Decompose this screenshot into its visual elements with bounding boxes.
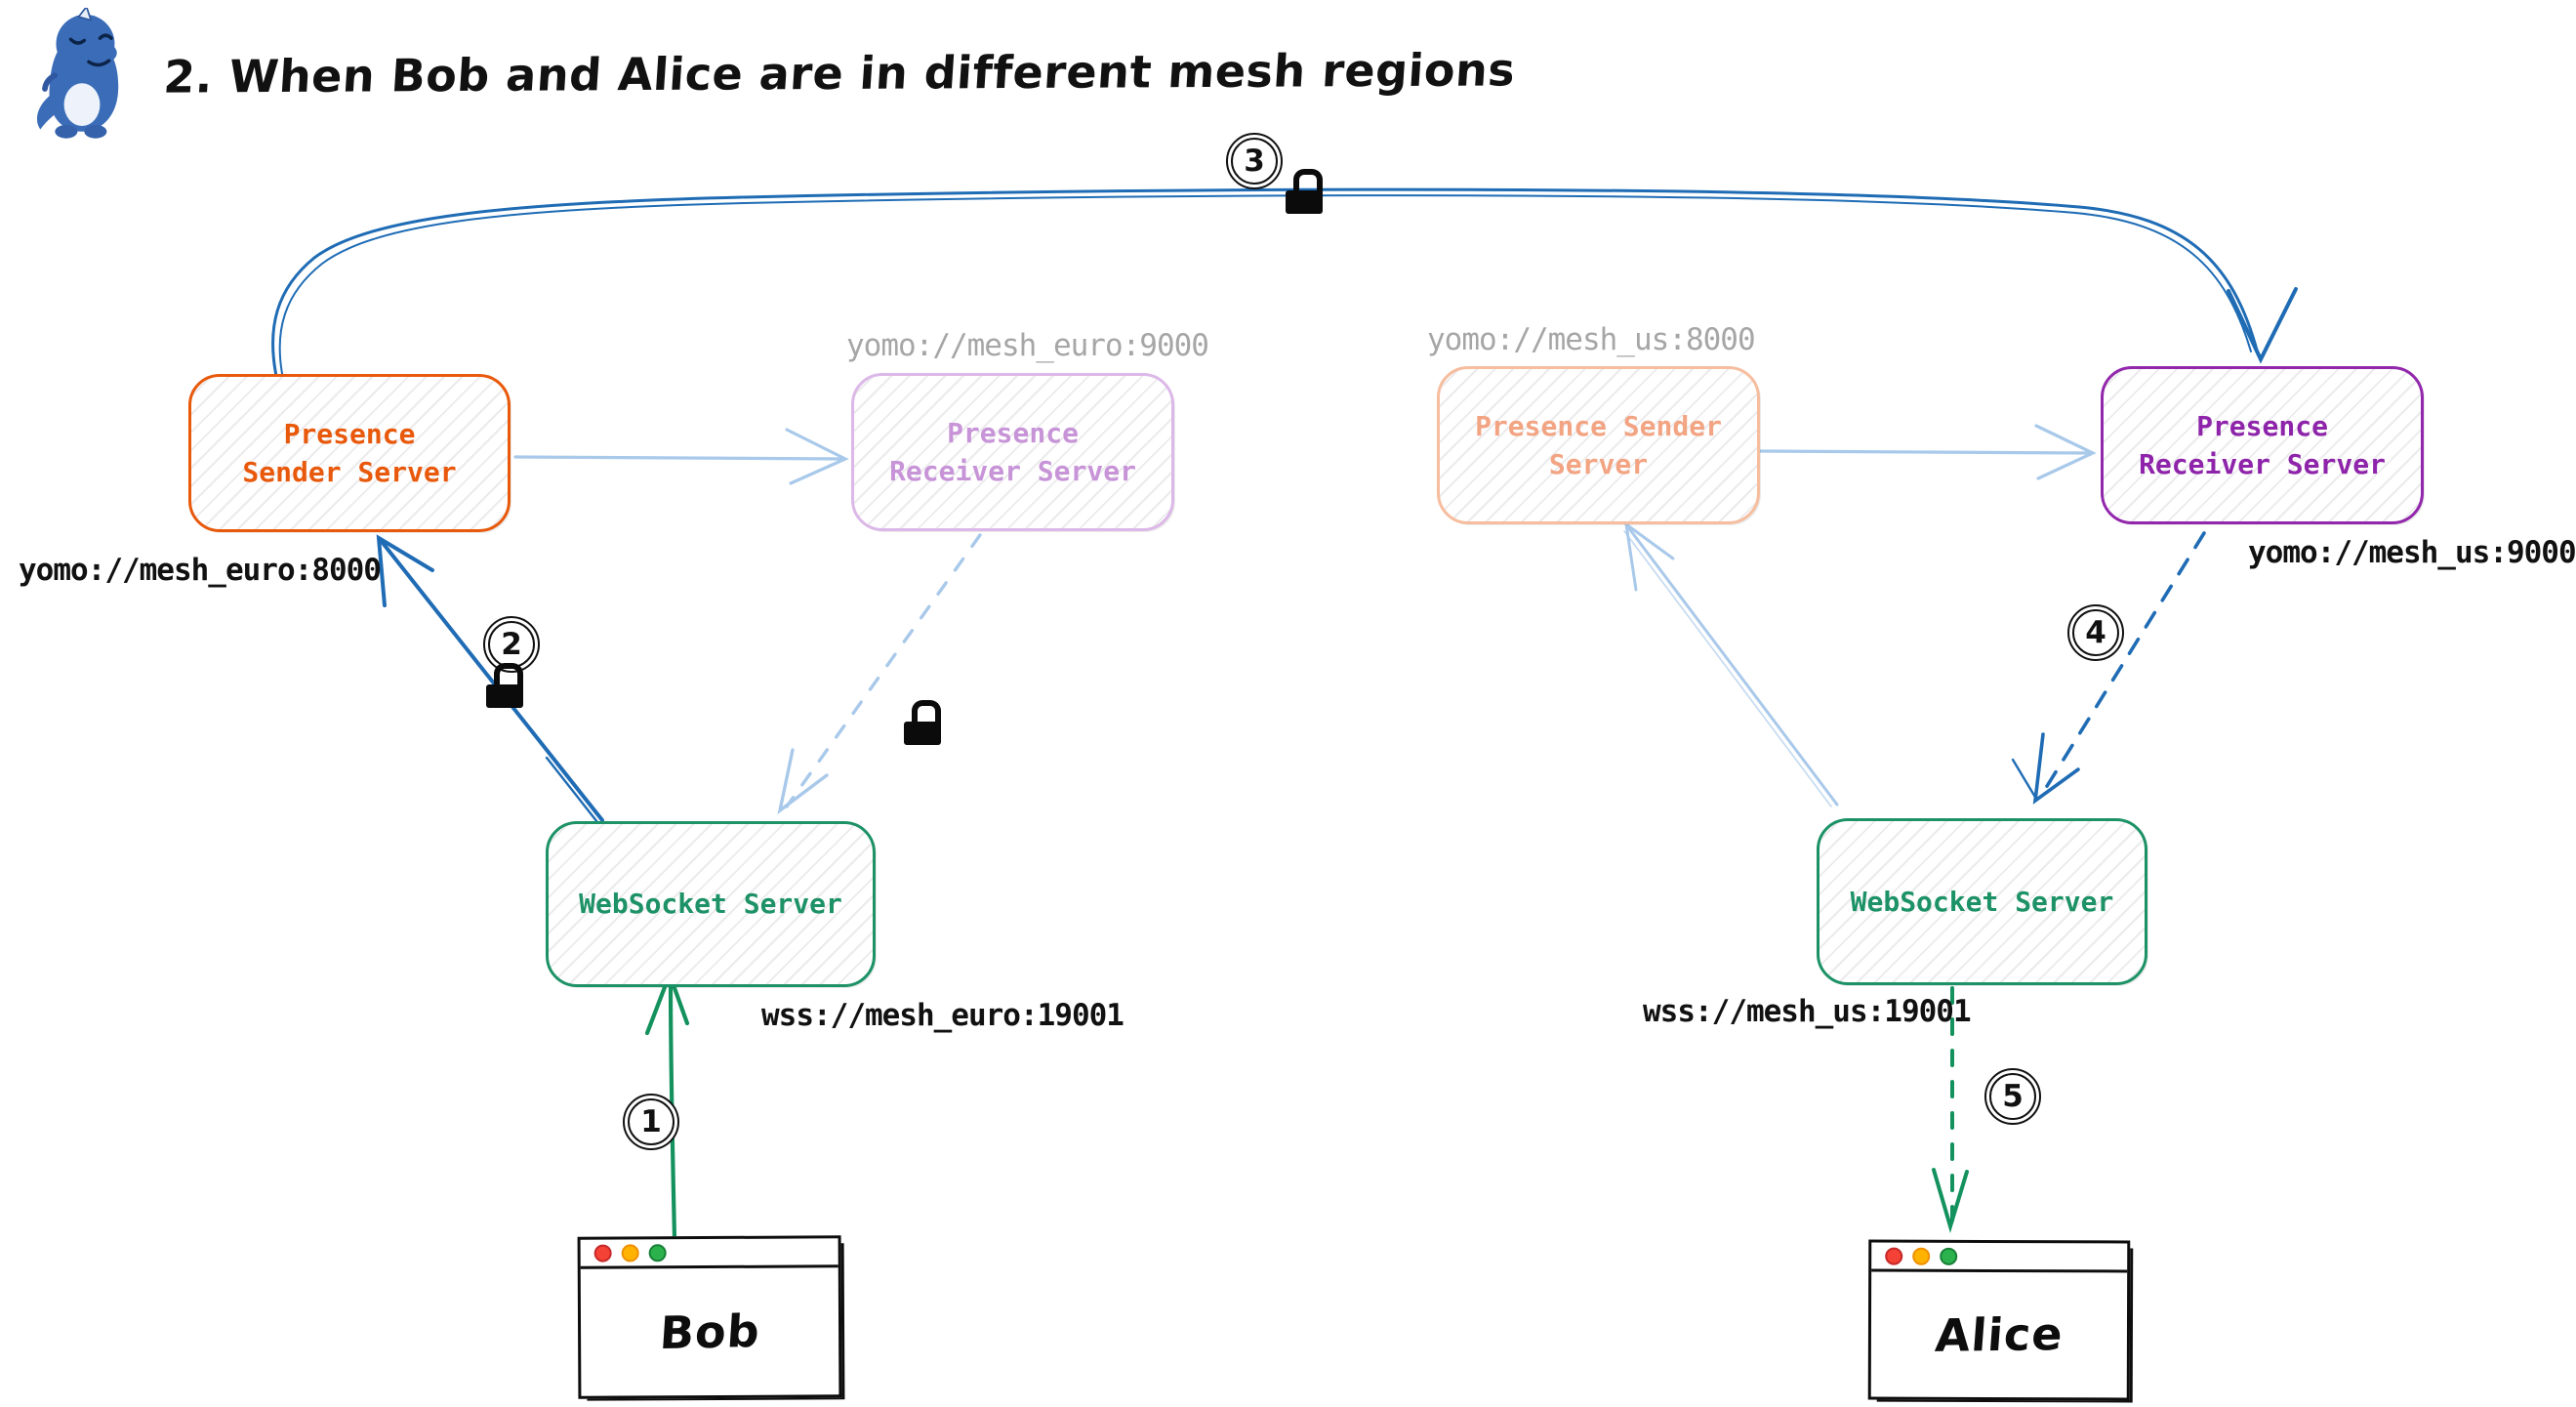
lock-icon-euro-receiver-path	[904, 700, 941, 745]
lock-icon-step2	[486, 663, 523, 708]
window-titlebar	[580, 1238, 838, 1269]
close-dot-icon	[1885, 1247, 1903, 1265]
node-websocket-euro-label: WebSocket Server	[579, 888, 842, 921]
minimize-dot-icon	[1912, 1247, 1931, 1265]
zoom-dot-icon	[648, 1243, 667, 1262]
arrow-ws-us-to-alice	[1932, 986, 1969, 1233]
step-marker-4: 4	[2067, 604, 2124, 661]
node-websocket-us-label: WebSocket Server	[1850, 885, 2114, 918]
arrow-receiver-us-to-ws-us	[2011, 531, 2206, 805]
step-marker-1: 1	[623, 1094, 679, 1150]
window-content: Alice	[1871, 1272, 2127, 1398]
endpoint-receiver-us: yomo://mesh_us:9000	[2248, 535, 2576, 570]
node-presence-receiver-us-label: Presence Receiver Server	[2139, 409, 2386, 480]
window-titlebar	[1871, 1242, 2128, 1273]
node-websocket-us: WebSocket Server	[1817, 818, 2147, 985]
dino-shapes	[36, 8, 119, 139]
arrow-ws-eu-to-sender-eu	[376, 534, 604, 824]
endpoint-websocket-us: wss://mesh_us:19001	[1643, 994, 1972, 1029]
node-presence-sender-us-label: Presence Sender Server	[1475, 409, 1722, 480]
arrow-sender-us-to-receiver-us	[1757, 424, 2097, 480]
node-websocket-euro: WebSocket Server	[546, 821, 876, 987]
minimize-dot-icon	[621, 1243, 639, 1262]
dino-mascot-icon	[36, 8, 119, 139]
browser-window-bob: Bob	[577, 1235, 842, 1399]
close-dot-icon	[593, 1244, 612, 1262]
arrow-sender-eu-to-receiver-us	[271, 187, 2298, 383]
node-presence-receiver-euro: Presence Receiver Server	[851, 373, 1174, 531]
node-presence-sender-us: Presence Sender Server	[1437, 366, 1760, 524]
arrow-sender-eu-to-receiver-eu	[513, 428, 849, 485]
endpoint-sender-us: yomo://mesh_us:8000	[1427, 322, 1756, 357]
node-presence-sender-euro: Presence Sender Server	[188, 374, 511, 532]
endpoint-websocket-euro: wss://mesh_euro:19001	[761, 998, 1124, 1033]
step-marker-5: 5	[1984, 1068, 2041, 1125]
page-title: 2. When Bob and Alice are in different m…	[162, 43, 1518, 103]
node-presence-sender-euro-label: Presence Sender Server	[242, 417, 457, 488]
browser-window-alice: Alice	[1867, 1239, 2131, 1401]
zoom-dot-icon	[1940, 1247, 1958, 1265]
step-marker-2: 2	[483, 616, 540, 673]
node-presence-receiver-euro-label: Presence Receiver Server	[889, 416, 1136, 487]
window-content: Bob	[581, 1267, 839, 1395]
endpoint-sender-euro: yomo://mesh_euro:8000	[19, 553, 382, 588]
lock-icon-step3	[1286, 169, 1323, 214]
endpoint-receiver-euro: yomo://mesh_euro:9000	[846, 328, 1209, 363]
step-marker-3: 3	[1226, 133, 1283, 189]
client-name-bob: Bob	[657, 1304, 762, 1360]
arrow-ws-us-to-sender-us	[1623, 520, 1839, 807]
arrow-receiver-eu-to-ws-eu	[777, 533, 982, 815]
client-name-alice: Alice	[1933, 1307, 2065, 1362]
node-presence-receiver-us: Presence Receiver Server	[2101, 366, 2424, 524]
